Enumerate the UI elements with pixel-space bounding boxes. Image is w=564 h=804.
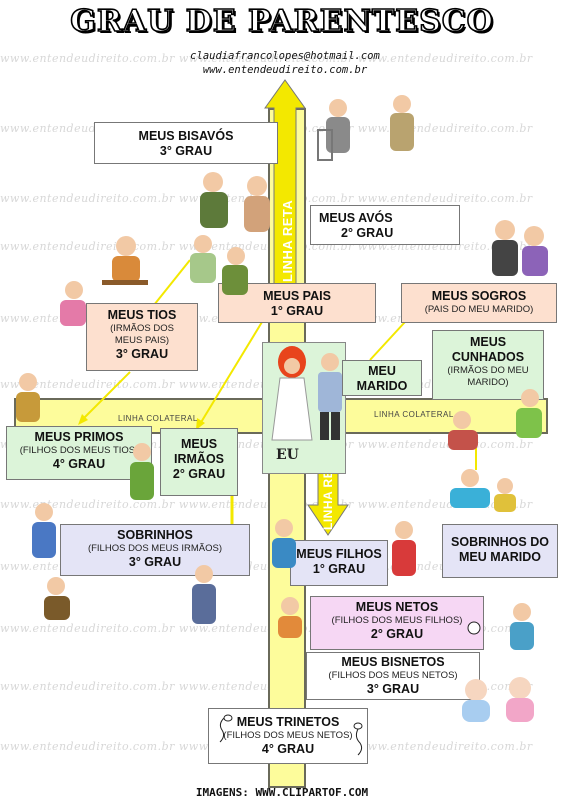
sobrinhos-grade: 3° GRAU — [128, 555, 182, 569]
box-netos: MEUS NETOS (FILHOS DOS MEUS FILHOS) 2° G… — [310, 596, 484, 650]
sobrinhos-sub: (FILHOS DOS MEUS IRMÃOS) — [87, 543, 223, 554]
arrow-head-irmaos — [196, 418, 205, 430]
marido-title1: MEU — [368, 364, 396, 378]
avos-title: MEUS AVÓS — [319, 211, 393, 225]
trinetos-title: MEUS TRINETOS — [236, 715, 340, 729]
irmaos-grade: 2° GRAU — [172, 467, 226, 481]
bisnetos-sub: (FILHOS DOS MEUS NETOS) — [328, 670, 458, 681]
box-sobrinhos: SOBRINHOS (FILHOS DOS MEUS IRMÃOS) 3° GR… — [60, 524, 250, 576]
box-trinetos: MEUS TRINETOS (FILHOS DOS MEUS NETOS) 4°… — [208, 708, 368, 764]
arrow-to-primos — [81, 371, 131, 421]
box-primos: MEUS PRIMOS (FILHOS DOS MEUS TIOS) 4° GR… — [6, 426, 152, 480]
cunhados-title1: MEUS — [469, 335, 507, 349]
eu-panel — [262, 342, 346, 474]
primos-sub: (FILHOS DOS MEUS TIOS) — [19, 445, 139, 456]
box-tios: MEUS TIOS (IRMÃOS DOS MEUS PAIS) 3° GRAU — [86, 303, 198, 371]
box-sobrinhos-marido: SOBRINHOS DO MEU MARIDO — [442, 524, 558, 578]
box-cunhados: MEUS CUNHADOS (IRMÃOS DO MEU MARIDO) — [432, 330, 544, 400]
sobrinhos-marido-title1: SOBRINHOS DO — [451, 535, 549, 549]
cunhados-sub1: (IRMÃOS DO MEU — [447, 365, 529, 376]
trinetos-grade: 4° GRAU — [261, 742, 315, 756]
contact-site: www.entendeudireito.com.br — [202, 64, 368, 76]
image-credit: IMAGENS: WWW.CLIPARTOF.COM — [195, 786, 369, 799]
tios-sub2: MEUS PAIS) — [114, 335, 170, 346]
box-avos: MEUS AVÓS 2° GRAU — [310, 205, 460, 245]
trinetos-sub: (FILHOS DOS MEUS NETOS) — [223, 730, 353, 741]
box-marido: MEU MARIDO — [342, 360, 422, 396]
primos-grade: 4° GRAU — [52, 457, 106, 471]
page-title: GRAU DE PARENTESCO — [69, 3, 494, 40]
box-pais: MEUS PAIS 1° GRAU — [218, 283, 376, 323]
box-bisnetos: MEUS BISNETOS (FILHOS DOS MEUS NETOS) 3°… — [306, 652, 480, 700]
pais-grade: 1° GRAU — [270, 304, 324, 318]
sogros-title: MEUS SOGROS — [431, 289, 527, 303]
contact-email: claudiafrancolopes@hotmail.com — [190, 50, 380, 62]
sobrinhos-marido-title2: MEU MARIDO — [459, 550, 541, 564]
eu-label: EU — [276, 447, 299, 463]
bisnetos-grade: 3° GRAU — [366, 682, 420, 696]
linha-colateral-left-label: LINHA COLATERAL — [118, 414, 198, 423]
cunhados-sub2: MARIDO) — [467, 377, 509, 388]
linha-colateral-right-label: LINHA COLATERAL — [374, 410, 454, 419]
netos-grade: 2° GRAU — [370, 627, 424, 641]
box-irmaos: MEUS IRMÃOS 2° GRAU — [160, 428, 238, 496]
pais-title: MEUS PAIS — [263, 289, 331, 303]
linha-reta-label-top: LINHA RETA — [280, 199, 295, 282]
tios-grade: 3° GRAU — [115, 347, 169, 361]
bisavos-grade: 3° GRAU — [159, 144, 213, 158]
avos-grade: 2° GRAU — [341, 226, 394, 240]
box-sogros: MEUS SOGROS (PAIS DO MEU MARIDO) — [401, 283, 557, 323]
arrow-to-tios — [149, 259, 191, 311]
netos-title: MEUS NETOS — [355, 600, 439, 614]
sogros-sub: (PAIS DO MEU MARIDO) — [424, 304, 534, 315]
marido-title2: MARIDO — [356, 379, 408, 393]
sobrinhos-title: SOBRINHOS — [117, 528, 193, 542]
filhos-title: MEUS FILHOS — [296, 547, 382, 561]
primos-title: MEUS PRIMOS — [34, 430, 124, 444]
arrow-head-primos — [78, 414, 88, 425]
arrow-to-irmaos — [199, 321, 263, 425]
tios-sub1: (IRMÃOS DOS — [110, 323, 174, 334]
watermark-row: www.entendeudireito.com.br www.entendeud… — [0, 498, 533, 511]
irmaos-title2: IRMÃOS — [174, 452, 224, 466]
tios-title: MEUS TIOS — [107, 308, 177, 322]
box-bisavos: MEUS BISAVÓS 3° GRAU — [94, 122, 278, 164]
cunhados-title2: CUNHADOS — [451, 350, 525, 364]
irmaos-title1: MEUS — [180, 437, 218, 451]
netos-sub: (FILHOS DOS MEUS FILHOS) — [331, 615, 463, 626]
filhos-grade: 1° GRAU — [312, 562, 366, 576]
watermark-row: www.entendeudireito.com.br www.entendeud… — [0, 52, 533, 65]
box-filhos: MEUS FILHOS 1° GRAU — [290, 540, 388, 586]
bisnetos-title: MEUS BISNETOS — [341, 655, 445, 669]
bisavos-title: MEUS BISAVÓS — [138, 129, 234, 143]
